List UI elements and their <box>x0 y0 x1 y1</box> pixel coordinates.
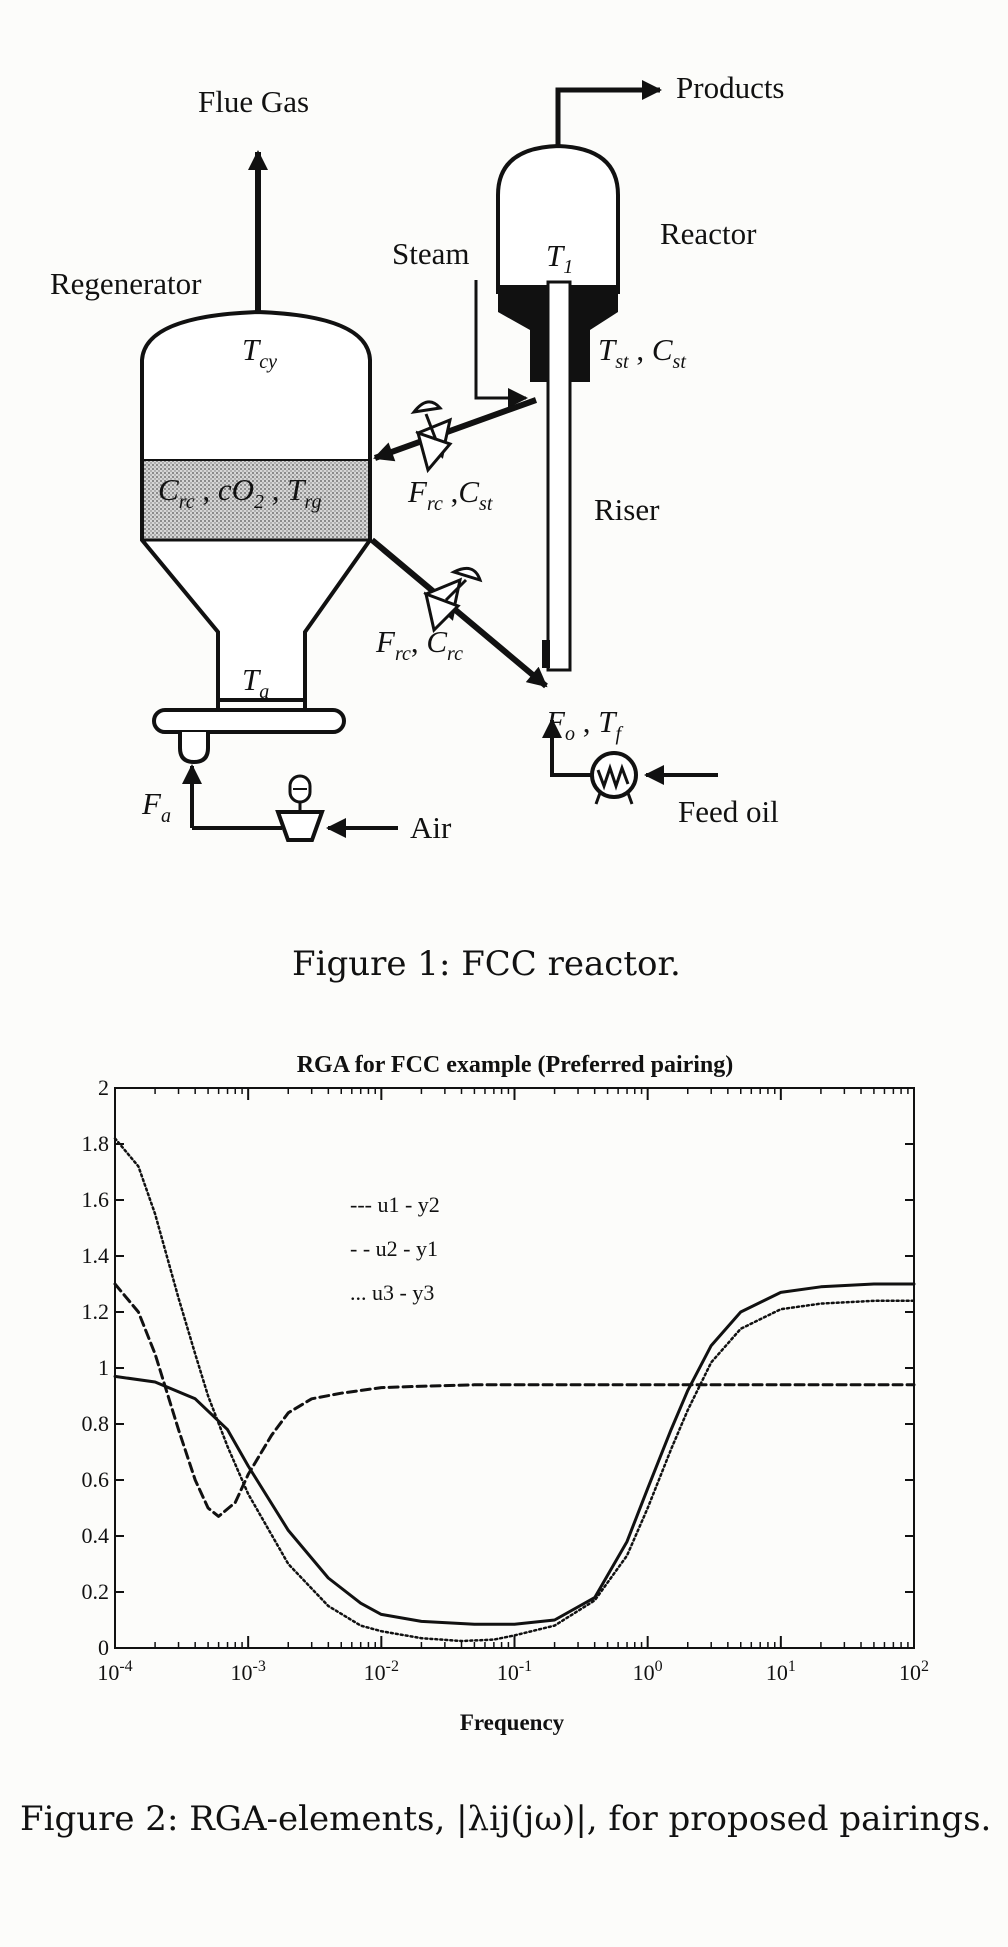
y-tick-label: 1.6 <box>82 1187 110 1212</box>
riser-label: Riser <box>594 492 660 527</box>
y-tick-label: 1 <box>98 1355 109 1380</box>
frc-crc-label: Frc, Crc <box>375 624 463 665</box>
air-label: Air <box>410 810 452 845</box>
t1-label: T1 <box>546 238 573 278</box>
chart-title: RGA for FCC example (Preferred pairing) <box>297 1052 734 1078</box>
legend-entry: --- u1 - y2 <box>350 1192 440 1217</box>
bed-state-label: Crc , cO2 , Trg <box>158 472 322 513</box>
tcy-label: Tcy <box>242 332 277 373</box>
chart-xlabel: Frequency <box>460 1710 565 1735</box>
fo-tf-label: Fo , Tf <box>545 704 623 745</box>
feed-oil-line <box>542 718 596 777</box>
x-tick-label: 101 <box>766 1658 796 1685</box>
riser-pipe <box>546 280 572 672</box>
regen-catalyst-valve <box>423 566 483 633</box>
legend-entry: ... u3 - y3 <box>350 1280 434 1305</box>
air-blower <box>275 810 325 842</box>
fcc-reactor-diagram: Flue Gas Products Reactor Steam Regenera… <box>50 70 785 845</box>
frc-cst-label: Frc ,Cst <box>407 474 493 515</box>
products-label: Products <box>676 70 785 105</box>
y-tick-label: 0 <box>98 1635 109 1660</box>
reactor-label: Reactor <box>660 216 757 251</box>
y-tick-label: 0.4 <box>82 1523 110 1548</box>
y-tick-label: 1.4 <box>82 1243 110 1268</box>
y-tick-label: 1.2 <box>82 1299 110 1324</box>
x-tick-label: 10-2 <box>364 1658 399 1685</box>
x-tick-label: 10-3 <box>231 1658 266 1685</box>
spent-catalyst-valve <box>410 400 453 474</box>
series-line-dotted <box>113 1137 916 1643</box>
x-tick-label: 10-1 <box>497 1658 532 1685</box>
flue-gas-label: Flue Gas <box>198 84 309 119</box>
legend-entry: - - u2 - y1 <box>350 1236 438 1261</box>
y-tick-label: 0.2 <box>82 1579 110 1604</box>
series-line-dashed <box>113 1282 916 1518</box>
series-line-solid <box>113 1282 916 1626</box>
spent-catalyst-line <box>373 397 538 462</box>
figure2-caption: Figure 2: RGA-elements, |λij(jω)|, for p… <box>20 1799 992 1839</box>
catalyst-bed <box>144 460 368 540</box>
y-tick-label: 0.8 <box>82 1411 110 1436</box>
y-tick-label: 0.6 <box>82 1467 110 1492</box>
fa-label: Fa <box>141 786 171 827</box>
regenerator-label: Regenerator <box>50 266 202 301</box>
x-tick-label: 10-4 <box>97 1658 132 1685</box>
regen-catalyst-line <box>370 537 548 689</box>
y-tick-label: 2 <box>98 1075 109 1100</box>
air-distributor <box>152 708 346 734</box>
figure1-caption: Figure 1: FCC reactor. <box>292 944 681 984</box>
tst-cst-label: Tst , Cst <box>598 332 686 373</box>
feed-oil-label: Feed oil <box>678 794 779 829</box>
feed-heater <box>590 751 638 805</box>
x-tick-label: 100 <box>633 1658 663 1685</box>
rga-chart: RGA for FCC example (Preferred pairing) … <box>82 1052 930 1735</box>
steam-label: Steam <box>392 236 470 271</box>
reactor-vessel <box>496 143 620 294</box>
x-tick-label: 102 <box>899 1658 929 1685</box>
y-tick-label: 1.8 <box>82 1131 110 1156</box>
plot-frame <box>114 1087 915 1649</box>
products-line <box>555 80 662 146</box>
ta-label: Ta <box>242 662 269 703</box>
steam-line <box>474 280 528 408</box>
